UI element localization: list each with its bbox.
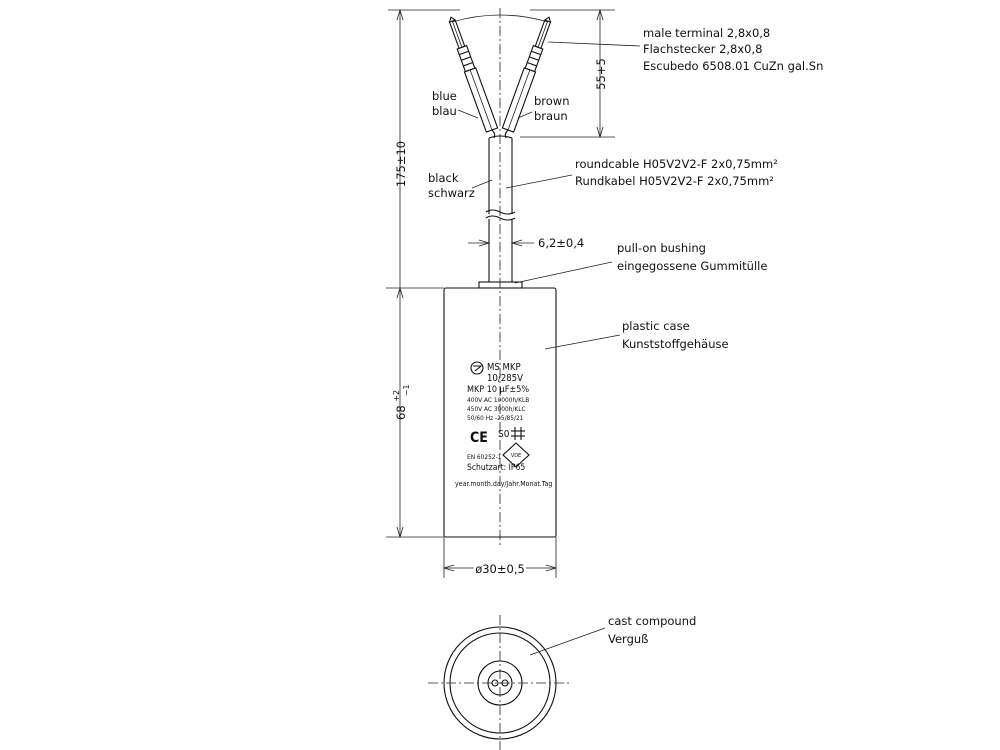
body-height-tol-upper: +2	[392, 390, 401, 402]
cable-color-de: schwarz	[428, 186, 475, 200]
cable-callout: roundcable H05V2V2-F 2x0,75mm² Rundkabel…	[505, 157, 778, 189]
blue-label-de: blau	[432, 104, 457, 118]
marking-line1: MS MKP	[487, 362, 521, 373]
marking-line5: 450V AC 3000h/KLC	[467, 405, 526, 413]
marking-line4: 400V AC 10000h/KLB	[467, 396, 529, 404]
body-height-tol-lower: −1	[402, 384, 411, 396]
blue-wire	[448, 16, 499, 133]
s-mark-icon	[511, 427, 525, 440]
cable-color-en: black	[428, 171, 459, 185]
case-label-de: Kunststoffgehäuse	[622, 337, 729, 351]
terminal-label-spec: Escubedo 6508.01 CuZn gal.Sn	[643, 59, 823, 73]
case-callout: plastic case Kunststoffgehäuse	[544, 319, 729, 351]
brown-label-en: brown	[534, 94, 570, 108]
cable-diameter-value: 6,2±0,4	[538, 236, 584, 250]
brown-label-de: braun	[534, 109, 568, 123]
bushing-label-en: pull-on bushing	[617, 241, 706, 255]
marking-protection: Schutzart: IP65	[467, 463, 525, 473]
blue-wire-callout: blue blau	[432, 89, 479, 119]
cable-label-en: roundcable H05V2V2-F 2x0,75mm²	[575, 157, 778, 171]
compound-label-de: Verguß	[608, 632, 648, 646]
capacitor-body	[443, 8, 557, 545]
manufacturer-logo-icon	[470, 361, 484, 375]
strip-length-dimension: 55+5	[520, 8, 615, 139]
body-height-dimension: 68 +2 −1	[386, 286, 444, 538]
cable-color-callout: black schwarz	[428, 171, 493, 200]
cable-label-de: Rundkabel H05V2V2-F 2x0,75mm²	[575, 174, 774, 188]
marking-line2: 10/285V	[487, 373, 523, 384]
s0-mark: S0	[498, 429, 510, 440]
label-marking: MS MKP 10/285V MKP 10 µF±5% 400V AC 1000…	[455, 361, 552, 488]
total-length-dimension: 175±10	[388, 8, 460, 539]
marking-standard: EN 60252-1	[467, 453, 502, 461]
case-label-en: plastic case	[622, 319, 690, 333]
blue-label-en: blue	[432, 89, 457, 103]
ce-mark-icon: CE	[470, 430, 488, 446]
bushing-label-de: eingegossene Gummitülle	[617, 259, 767, 273]
marking-date: year.month.day/Jahr.Monat.Tag	[455, 480, 552, 488]
vde-triangle-icon: VDE	[502, 442, 530, 468]
body-diameter-dimension: ø30±0,5	[442, 537, 558, 579]
strip-length-value: 55+5	[594, 58, 608, 90]
round-cable	[485, 135, 516, 282]
body-diameter-value: ø30±0,5	[475, 562, 525, 576]
bushing-callout: pull-on bushing eingegossene Gummitülle	[514, 241, 767, 284]
terminal-label-en: male terminal 2,8x0,8	[643, 26, 770, 40]
brown-wire-callout: brown braun	[517, 94, 570, 123]
vde-mark: VDE	[511, 453, 521, 459]
svg-text:68 +2 −1: 68 +2 −1	[388, 384, 411, 420]
compound-callout: cast compound Verguß	[529, 614, 696, 656]
body-height-value: 68	[394, 405, 408, 420]
wire-split	[491, 129, 509, 139]
marking-line3: MKP 10 µF±5%	[467, 385, 529, 395]
terminal-callout: male terminal 2,8x0,8 Flachstecker 2,8x0…	[547, 26, 823, 73]
cable-diameter-dimension: 6,2±0,4	[468, 236, 584, 250]
bottom-view	[428, 615, 572, 750]
terminal-label-de: Flachstecker 2,8x0,8	[643, 42, 762, 56]
total-length-value: 175±10	[394, 141, 408, 187]
compound-label-en: cast compound	[608, 614, 696, 628]
marking-line6: 50/60 Hz -25/85/21	[467, 414, 524, 422]
